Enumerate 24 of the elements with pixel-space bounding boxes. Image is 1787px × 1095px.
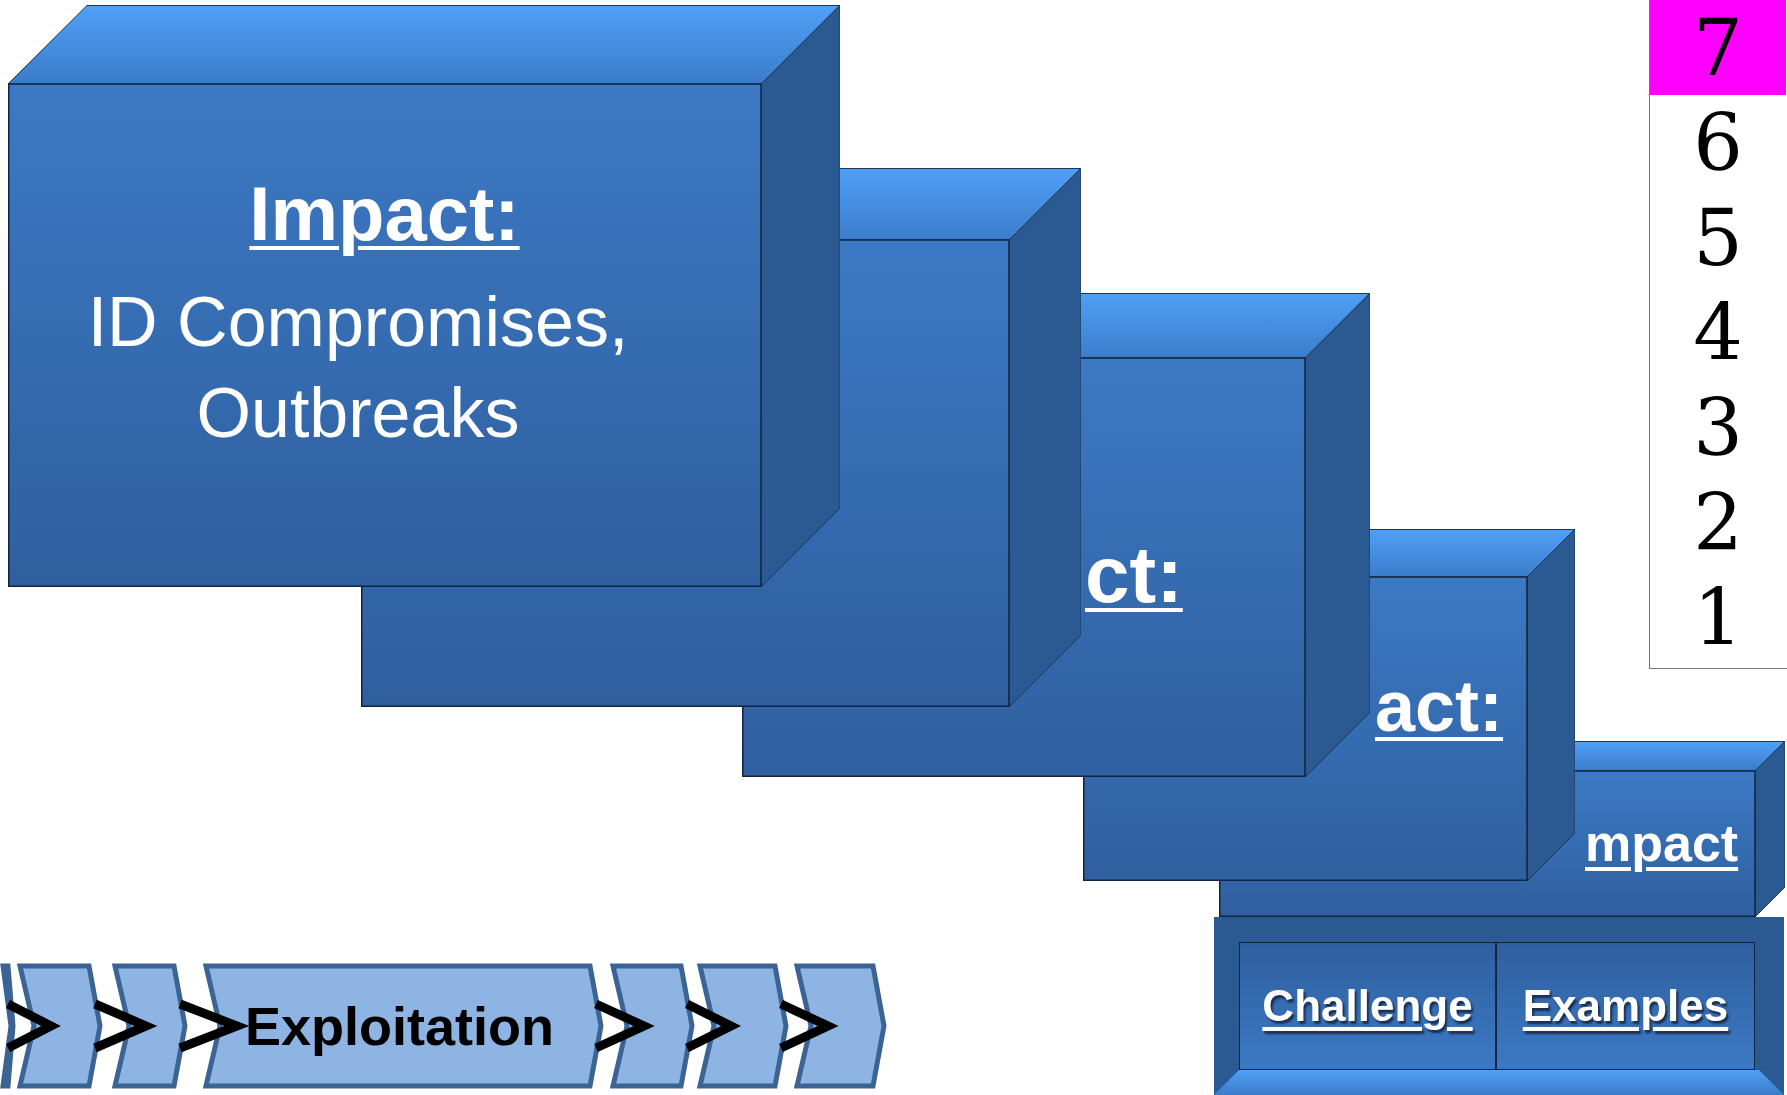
heading-text: ct: [1085,529,1183,621]
chevron-step [0,963,16,1089]
table-cell [1239,942,1496,1070]
chevron-step [203,963,604,1089]
step-number: 3 [1693,382,1743,473]
step-number: 6 [1693,97,1743,188]
cell-text: Challenge [1262,981,1473,1031]
step-number: 5 [1693,192,1743,283]
chevron-step [794,963,887,1089]
table-cell [1496,942,1755,1070]
step-number: 4 [1693,287,1743,378]
step-number: 7 [1693,2,1743,93]
body-text: ID Compromises, Outbreaks [86,282,630,454]
cell-text: Examples [1522,981,1729,1031]
chevron-step [697,963,789,1089]
cube-drawing [8,5,840,587]
heading-text: Impact: [248,170,521,257]
heading-text: mpact [1585,813,1739,873]
heading-text: act: [1375,665,1504,747]
chevron-step [610,963,695,1089]
chevron-step [112,963,188,1089]
step-number: 2 [1693,477,1743,568]
step-label: Exploitation [245,995,554,1057]
step-number: 1 [1693,572,1743,663]
